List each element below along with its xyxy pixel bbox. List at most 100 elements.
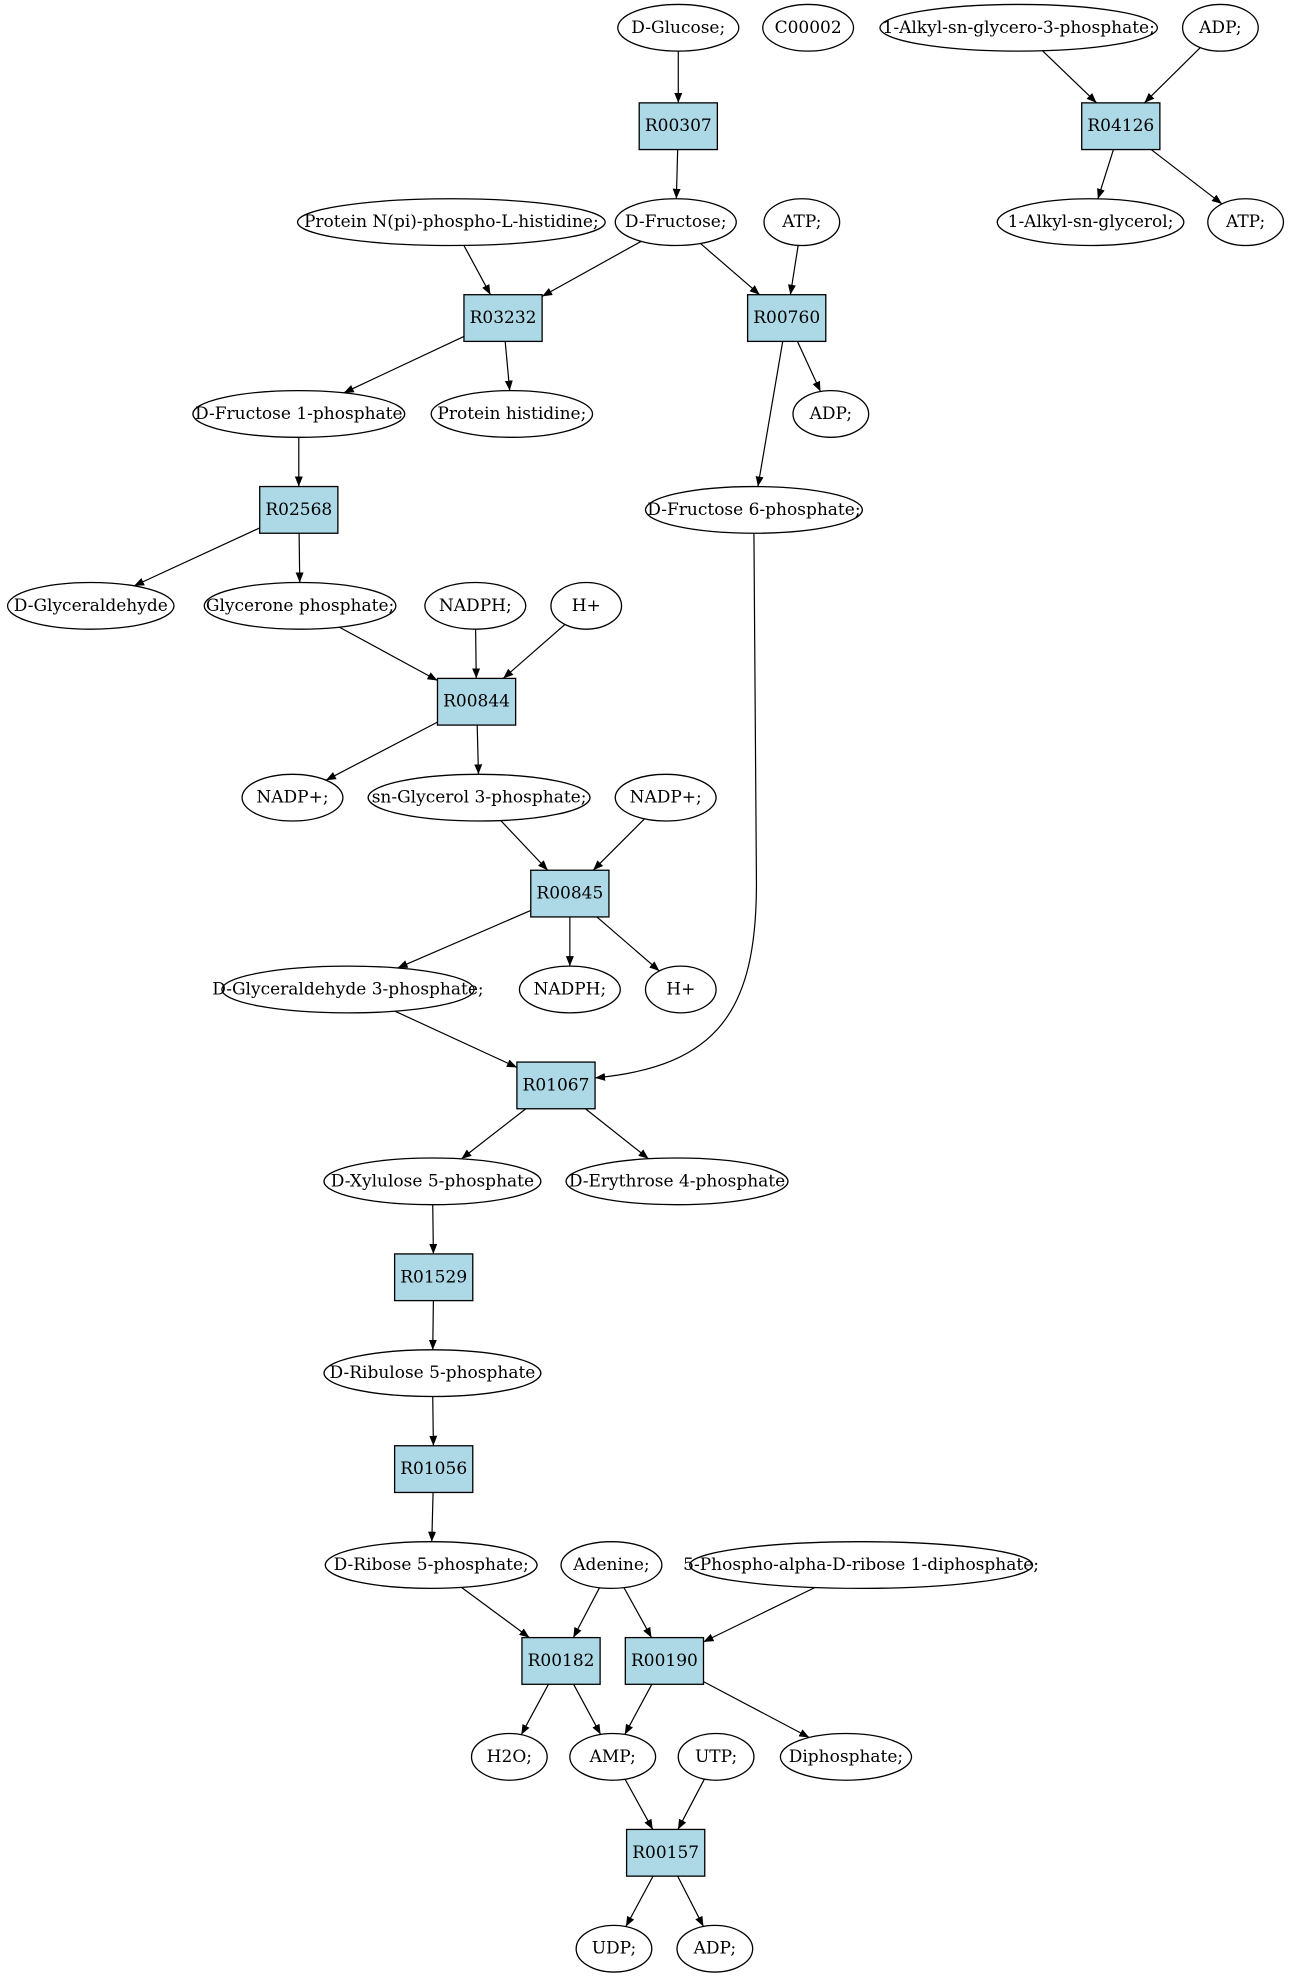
compound-node-g3p_sn[interactable]: sn-Glycerol 3-phosphate;: [367, 773, 591, 822]
compound-node-f6p[interactable]: D-Fructose 6-phosphate;: [644, 485, 863, 534]
compound-node-protein_his[interactable]: Protein histidine;: [430, 389, 594, 438]
edge-amp-to-r00157: [624, 1778, 654, 1830]
compound-node-nadph2[interactable]: NADPH;: [518, 965, 621, 1014]
compound-ellipse: [550, 581, 623, 630]
edge-r03232-to-f1p: [343, 335, 465, 394]
reaction-box: [463, 294, 543, 343]
node-label: UTP;: [695, 1747, 737, 1767]
edge-fructose-to-r00760: [700, 243, 761, 296]
node-label: R00307: [645, 116, 712, 136]
compound-node-ru5p[interactable]: D-Ribulose 5-phosphate: [323, 1349, 542, 1398]
compound-ellipse: [1181, 3, 1259, 52]
node-label: UDP;: [592, 1939, 637, 1959]
node-label: R02568: [265, 500, 332, 520]
compound-node-adenine[interactable]: Adenine;: [560, 1541, 663, 1590]
reaction-node-r00307[interactable]: R00307: [638, 102, 719, 151]
compound-ellipse: [323, 1349, 542, 1398]
reaction-node-r00844[interactable]: R00844: [436, 677, 517, 726]
reaction-box: [746, 294, 827, 343]
edge-r00844-to-g3p_sn: [474, 725, 483, 775]
edge-r00307-to-fructose: [672, 149, 681, 199]
compound-node-adp_top[interactable]: ADP;: [1181, 3, 1259, 52]
node-label: R00845: [536, 884, 603, 904]
node-label: D-Fructose;: [625, 212, 727, 232]
compound-node-diphosphate[interactable]: Diphosphate;: [779, 1732, 913, 1781]
compound-node-fructose[interactable]: D-Fructose;: [614, 198, 737, 247]
compound-ellipse: [1207, 198, 1285, 247]
reaction-node-r01056[interactable]: R01056: [393, 1445, 474, 1494]
edge-r03232-to-protein_his: [504, 341, 513, 391]
node-label: Diphosphate;: [789, 1747, 903, 1767]
node-label: D-Ribose 5-phosphate;: [334, 1555, 529, 1575]
reaction-box: [624, 1636, 705, 1685]
compound-ellipse: [324, 1541, 538, 1590]
node-label: R04126: [1087, 116, 1154, 136]
compound-ellipse: [617, 3, 740, 52]
compound-node-adp_bottom[interactable]: ADP;: [676, 1924, 754, 1973]
compound-node-glucose[interactable]: D-Glucose;: [617, 3, 740, 52]
compound-ellipse: [221, 965, 475, 1014]
compound-node-glycerone_p[interactable]: Glycerone phosphate;: [203, 581, 397, 630]
reaction-node-r03232[interactable]: R03232: [463, 294, 543, 343]
compound-node-c00002[interactable]: C00002: [762, 3, 855, 52]
node-label: Adenine;: [572, 1555, 649, 1575]
compound-node-gap[interactable]: D-Glyceraldehyde 3-phosphate;: [212, 965, 484, 1014]
reaction-node-r00760[interactable]: R00760: [746, 294, 827, 343]
compound-node-amp[interactable]: AMP;: [569, 1732, 657, 1781]
edge-r00182-to-amp: [573, 1684, 602, 1735]
node-label: ATP;: [1225, 212, 1265, 232]
reaction-node-r02568[interactable]: R02568: [259, 485, 339, 534]
compound-node-alkylg[interactable]: 1-Alkyl-sn-glycerol;: [996, 198, 1185, 247]
node-label: R00182: [528, 1651, 595, 1671]
compound-node-r5p[interactable]: D-Ribose 5-phosphate;: [324, 1541, 538, 1590]
compound-node-utp[interactable]: UTP;: [677, 1732, 755, 1781]
edge-atp1-to-r00760: [787, 245, 799, 295]
edge-prpp-to-r00190: [703, 1586, 816, 1643]
compound-ellipse: [792, 389, 870, 438]
compound-node-protein_nphis[interactable]: Protein N(pi)-phospho-L-histidine;: [296, 198, 606, 247]
reaction-node-r04126[interactable]: R04126: [1081, 102, 1161, 151]
compound-node-nadp1[interactable]: NADP+;: [241, 773, 344, 822]
edge-protein_nphis-to-r03232: [463, 245, 491, 295]
reaction-node-r00190[interactable]: R00190: [624, 1636, 705, 1685]
compound-ellipse: [879, 3, 1159, 52]
node-label: R00190: [631, 1651, 698, 1671]
node-label: Glycerone phosphate;: [206, 596, 394, 616]
edge-fructose-to-r03232: [541, 240, 642, 297]
compound-node-nadph1[interactable]: NADPH;: [424, 581, 527, 630]
compound-node-adp1[interactable]: ADP;: [792, 389, 870, 438]
reaction-node-r01067[interactable]: R01067: [516, 1061, 596, 1110]
compound-node-atp_top[interactable]: ATP;: [1207, 198, 1285, 247]
edge-r00190-to-amp: [624, 1684, 653, 1735]
compound-ellipse: [6, 581, 175, 630]
compound-node-udp[interactable]: UDP;: [575, 1924, 653, 1973]
compound-node-nadp2[interactable]: NADP+;: [614, 773, 717, 822]
compound-node-x5p[interactable]: D-Xylulose 5-phosphate: [323, 1157, 542, 1206]
compound-node-hplus1[interactable]: H+: [550, 581, 623, 630]
edge-r04126-to-atp_top: [1150, 149, 1223, 205]
compound-node-e4p[interactable]: D-Erythrose 4-phosphate: [565, 1157, 789, 1206]
node-label: 5-Phospho-alpha-D-ribose 1-diphosphate;: [683, 1555, 1039, 1575]
reaction-node-r01529[interactable]: R01529: [393, 1253, 474, 1302]
compound-ellipse: [575, 1924, 653, 1973]
node-label: 1-Alkyl-sn-glycerol;: [1008, 212, 1174, 232]
node-label: Protein histidine;: [437, 404, 586, 424]
compound-node-f1p[interactable]: D-Fructose 1-phosphate: [192, 389, 406, 438]
edge-r00190-to-diphosphate: [703, 1681, 810, 1739]
node-label: R00760: [753, 308, 820, 328]
compound-ellipse: [996, 198, 1185, 247]
reaction-node-r00845[interactable]: R00845: [530, 869, 610, 918]
edge-r00845-to-hplus2: [596, 916, 660, 972]
compound-node-hplus2[interactable]: H+: [644, 965, 717, 1014]
node-label: R01529: [400, 1267, 467, 1287]
compound-node-prpp[interactable]: 5-Phospho-alpha-D-ribose 1-diphosphate;: [683, 1541, 1039, 1590]
compound-node-atp1[interactable]: ATP;: [763, 198, 841, 247]
compound-node-alkylgp[interactable]: 1-Alkyl-sn-glycero-3-phosphate;: [879, 3, 1159, 52]
reaction-node-r00157[interactable]: R00157: [625, 1828, 706, 1877]
node-label: NADPH;: [439, 596, 512, 616]
reaction-node-r00182[interactable]: R00182: [521, 1636, 601, 1685]
compound-node-h2o[interactable]: H2O;: [470, 1732, 548, 1781]
compound-node-glyceraldehyde[interactable]: D-Glyceraldehyde: [6, 581, 175, 630]
reaction-box: [638, 102, 719, 151]
